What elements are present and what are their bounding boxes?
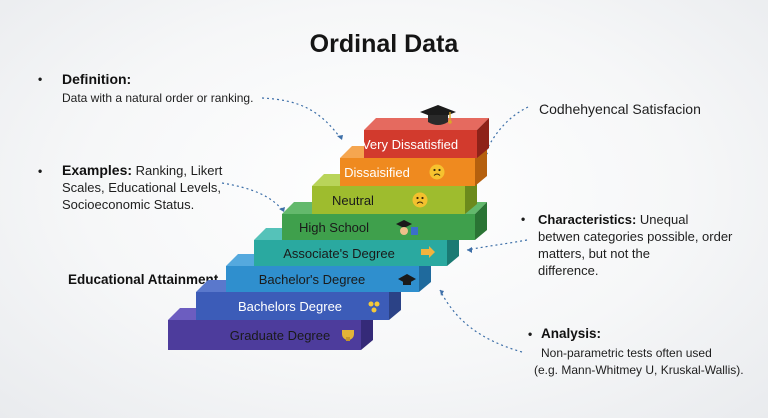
characteristics-heading: Characteristics:: [538, 212, 637, 227]
sparkle-icon: [368, 301, 380, 313]
step-face: [196, 292, 389, 320]
step-face: [340, 158, 475, 186]
trophy-icon: [342, 330, 354, 341]
steps-group: Graduate Degree Bachelors Degree Bachelo…: [168, 105, 489, 350]
step-face: [168, 320, 361, 350]
step-face: [282, 214, 475, 240]
examples-arrow: [221, 182, 285, 213]
educational-attainment-label: Educational Attainment: [68, 272, 219, 287]
step-label: Bachelor's Degree: [259, 272, 366, 287]
step-face: [226, 266, 419, 292]
analysis-heading: Analysis:: [541, 326, 602, 341]
analysis-bullet: •: [528, 327, 533, 341]
characteristics-line3: matters, but not the: [538, 246, 651, 261]
student-icon: [396, 220, 418, 235]
step-label: Graduate Degree: [230, 328, 330, 343]
step-face: [254, 240, 447, 266]
characteristics-bullet: •: [521, 212, 526, 226]
graduation-cap-icon: [420, 105, 456, 125]
definition-bullet: •: [38, 72, 43, 86]
examples-line3: Socioeconomic Status.: [62, 197, 195, 212]
examples-block: Examples: Ranking, Likert Scales, Educat…: [62, 162, 222, 213]
page-title: Ordinal Data: [309, 30, 459, 58]
step-very-dissatisfied: Very Dissatisfied: [362, 105, 489, 158]
definition-arrow: [261, 97, 343, 141]
analysis-line1: Non-parametric tests often used: [541, 346, 712, 360]
analysis-arrow: [439, 289, 523, 353]
step-label: Bachelors Degree: [238, 299, 342, 314]
examples-line2: Scales, Educational Levels,: [62, 180, 221, 195]
pointing-hand-icon: [421, 246, 435, 258]
step-label: Very Dissatisfied: [362, 137, 458, 152]
step-label: Associate's Degree: [283, 246, 395, 261]
step-label: Dissaisified: [344, 165, 410, 180]
characteristics-line2: betwen categories possible, order: [538, 229, 733, 244]
frown-face-icon: [412, 192, 428, 208]
characteristics-arrow: [466, 239, 528, 251]
connector-arrows: [221, 97, 529, 353]
step-face: [364, 130, 477, 158]
analysis-line2: (e.g. Mann-Whitmey U, Kruskal-Wallis).: [534, 363, 744, 377]
definition-heading: Definition:: [62, 71, 132, 87]
step-label: High School: [299, 220, 369, 235]
characteristics-line1: Unequal: [639, 212, 689, 227]
examples-heading: Examples:: [62, 162, 133, 178]
step-label: Neutral: [332, 193, 374, 208]
step-face: [312, 186, 465, 214]
sad-face-icon: [429, 164, 445, 180]
characteristics-line4: difference.: [538, 263, 599, 278]
definition-text: Data with a natural order or ranking.: [62, 91, 254, 105]
characteristics-block: Characteristics: Unequal betwen categori…: [538, 211, 732, 279]
satisfaction-arrow: [483, 106, 529, 156]
mortarboard-icon: [398, 274, 416, 285]
examples-line1: Ranking, Likert: [135, 163, 223, 178]
satisfaction-label: Codhehyencal Satisfacion: [539, 101, 701, 117]
examples-bullet: •: [38, 164, 43, 178]
